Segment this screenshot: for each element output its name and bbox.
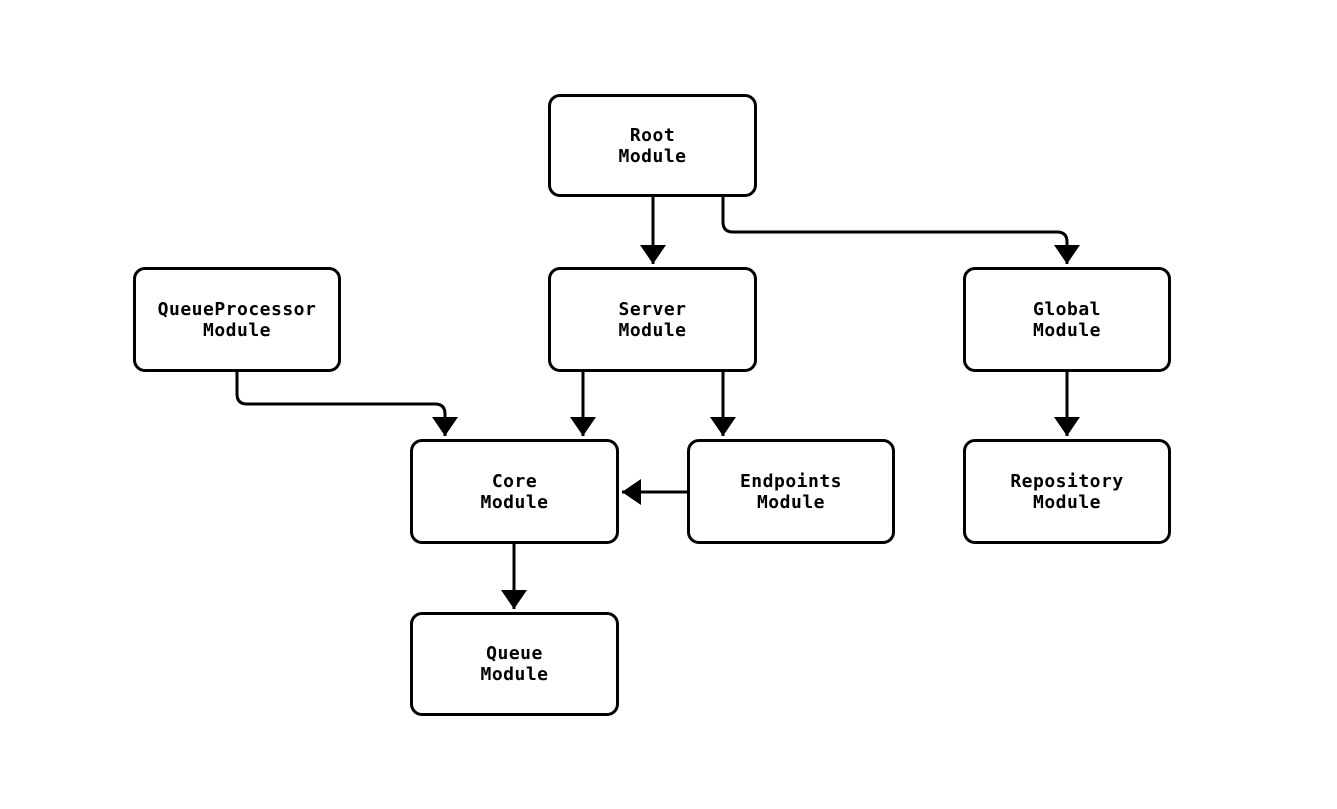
node-repository-module: Repository Module [963,439,1171,544]
node-queue-module: Queue Module [410,612,619,716]
node-root-module-label: Root Module [618,124,687,167]
node-core-module-label: Core Module [480,470,549,513]
node-server-module: Server Module [548,267,757,372]
node-global-module: Global Module [963,267,1171,372]
edge-queueprocessor-module-to-core-module [235,372,458,436]
node-root-module: Root Module [548,94,757,197]
node-global-module-label: Global Module [1032,298,1102,341]
node-queueprocessor-module: QueueProcessor Module [133,267,341,372]
node-queueprocessor-module-label: QueueProcessor Module [157,298,317,341]
node-endpoints-module-label: Endpoints Module [739,470,843,513]
edge-root-module-to-global-module [721,197,1080,264]
node-server-module-label: Server Module [618,298,687,341]
node-endpoints-module: Endpoints Module [687,439,895,544]
node-queue-module-label: Queue Module [480,643,549,685]
node-repository-module-label: Repository Module [1010,470,1124,513]
node-core-module: Core Module [410,439,619,544]
